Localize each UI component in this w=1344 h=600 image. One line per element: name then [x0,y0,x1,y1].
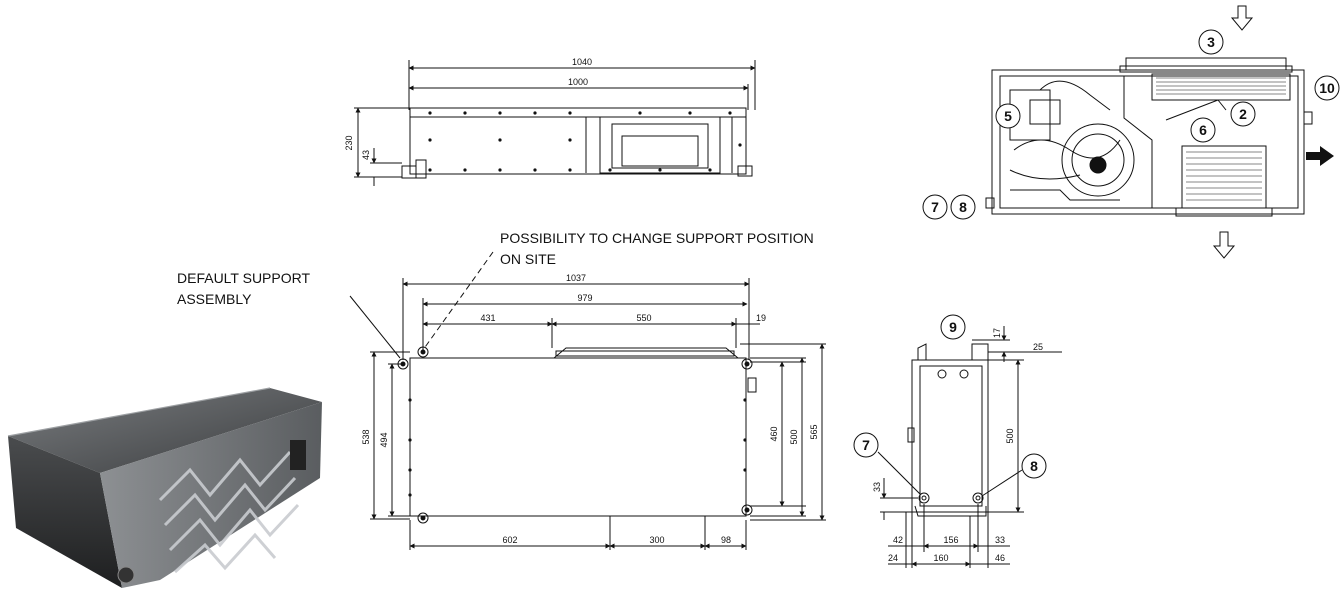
callout-10: 10 [1319,80,1335,96]
callout-5: 5 [1004,108,1012,124]
dim-494: 494 [379,432,389,447]
coil-fins [1156,77,1286,201]
dim-500: 500 [789,429,799,444]
dim-19: 19 [756,313,766,323]
callout-6: 6 [1199,122,1207,138]
dim-460: 460 [769,426,779,441]
default-support-text-2: ASSEMBLY [177,291,252,307]
top-view [370,278,826,550]
dim-300: 300 [649,535,664,545]
inlet-arrow-icon [1230,5,1254,31]
dim-160: 160 [933,553,948,563]
dim-98: 98 [721,535,731,545]
dim-33-height: 33 [872,482,882,492]
dim-565: 565 [809,424,819,439]
dim-24: 24 [888,553,898,563]
top-view-dots [408,398,747,497]
dim-1000: 1000 [568,77,588,87]
callout-2: 2 [1239,106,1247,122]
callout-9: 9 [949,319,957,335]
dim-550: 550 [636,313,651,323]
callout-7-end: 7 [862,437,870,453]
dim-46: 46 [995,553,1005,563]
callouts [853,29,1340,479]
dim-1040: 1040 [572,57,592,67]
dim-end-500: 500 [1005,428,1015,443]
callout-3: 3 [1207,34,1215,50]
dim-538: 538 [361,429,371,444]
dim-33-width: 33 [995,535,1005,545]
dim-431: 431 [480,313,495,323]
dim-43: 43 [361,150,371,160]
possibility-text-2: ON SITE [500,251,556,267]
product-render [7,387,322,588]
dim-156: 156 [943,535,958,545]
dim-979: 979 [577,293,592,303]
default-leader [349,295,401,359]
side-view [354,60,756,186]
dim-602: 602 [502,535,517,545]
dim-42: 42 [893,535,903,545]
dim-230: 230 [344,135,354,150]
default-support-text-1: DEFAULT SUPPORT [177,270,310,286]
outlet-arrow-icon [1306,146,1334,166]
possibility-leader [422,251,494,351]
dim-1037: 1037 [566,273,586,283]
callout-7-top: 7 [931,199,939,215]
side-view-dots [428,111,742,172]
callout-8-end: 8 [1030,458,1038,474]
dim-25: 25 [1033,342,1043,352]
callout-8-top: 8 [959,199,967,215]
internal-view [985,57,1313,217]
possibility-text-1: POSSIBILITY TO CHANGE SUPPORT POSITION [500,230,814,246]
end-view [877,326,1062,568]
dim-17: 17 [992,328,1002,338]
drain-arrow-icon [1212,231,1236,259]
